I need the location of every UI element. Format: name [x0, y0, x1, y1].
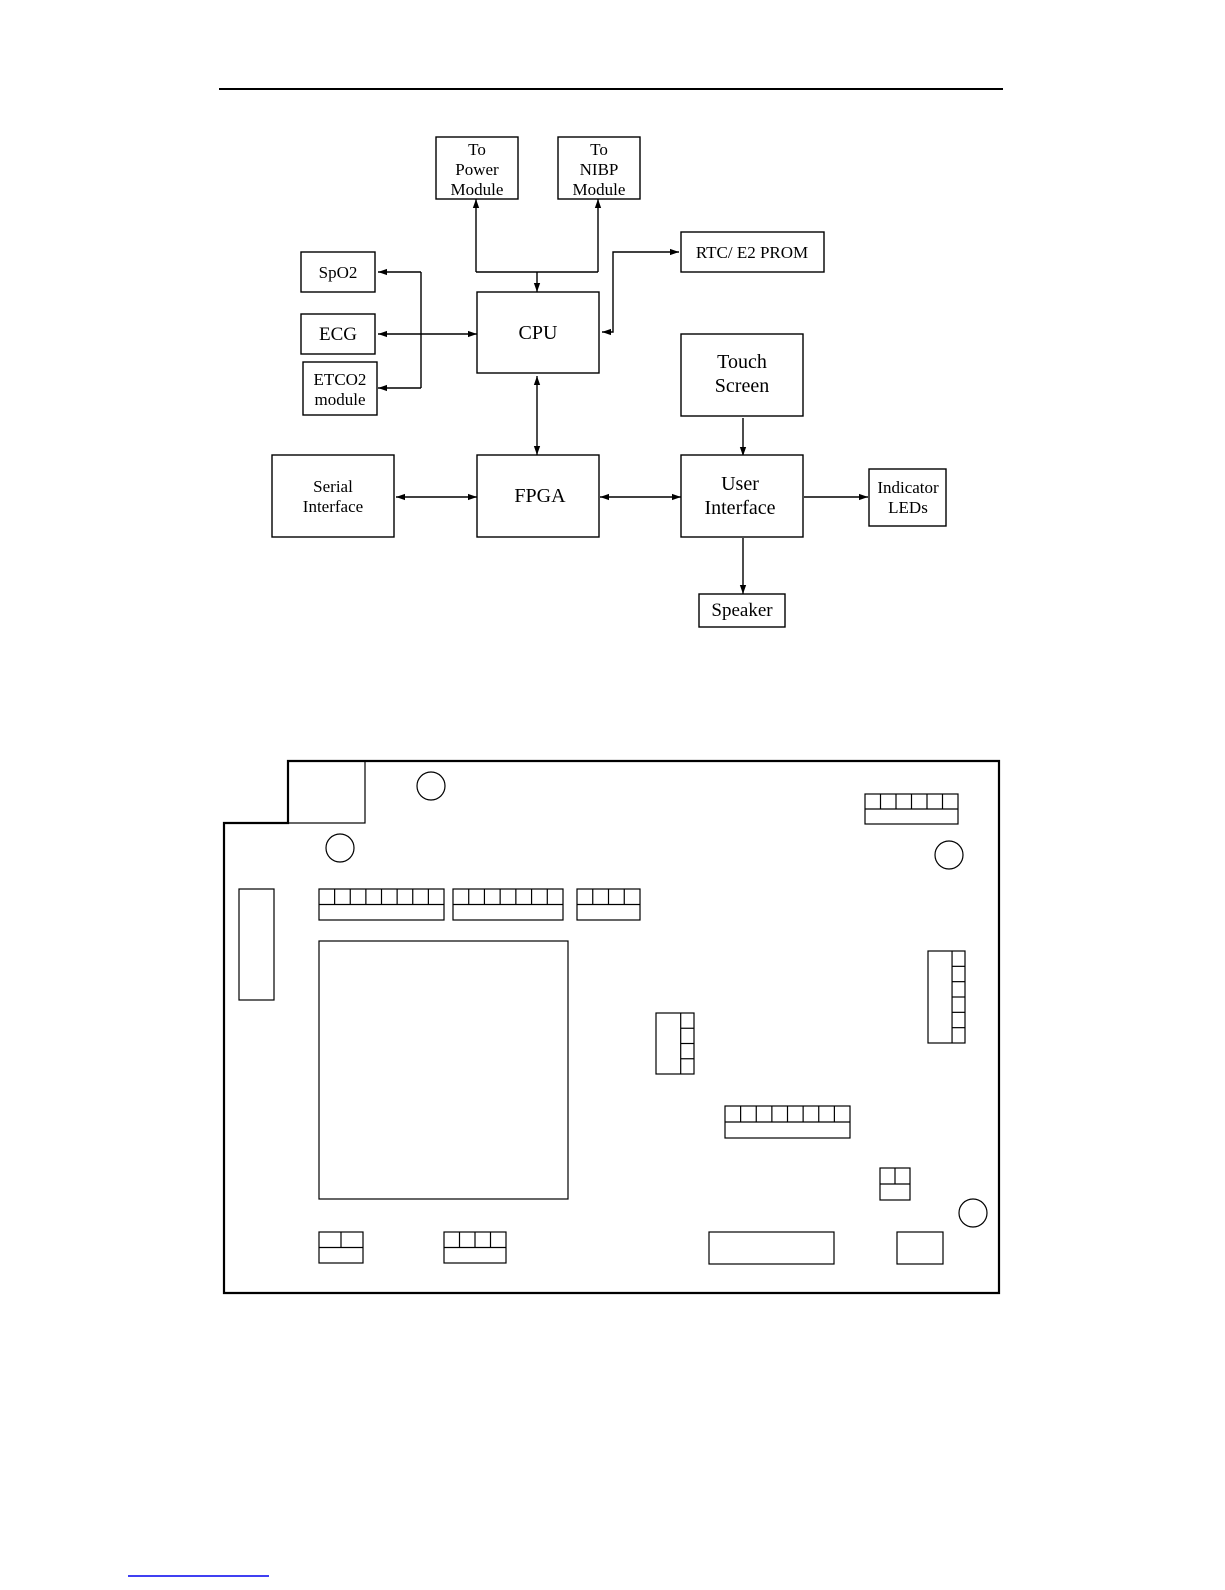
mounting-hole — [935, 841, 963, 869]
ecg-label: ECG — [319, 324, 357, 345]
to-power-line-3: Module — [451, 180, 504, 199]
to-power-line-2: Power — [455, 160, 499, 179]
pcb-layout-drawing — [224, 761, 999, 1293]
block-ecg: ECG — [301, 314, 375, 354]
block-user-interface: User Interface — [681, 455, 803, 537]
rtc-label: RTC/ E2 PROM — [696, 243, 808, 262]
mounting-hole — [959, 1199, 987, 1227]
pin-header — [880, 1168, 910, 1200]
block-diagram: To Power Module To NIBP Module RTC/ E2 P… — [272, 137, 946, 627]
mounting-hole — [417, 772, 445, 800]
touch-line-2: Screen — [715, 375, 769, 397]
block-rtc-e2prom: RTC/ E2 PROM — [681, 232, 824, 272]
pin-header — [444, 1232, 506, 1263]
spo2-label: SpO2 — [319, 263, 358, 282]
serial-line-2: Interface — [303, 497, 363, 516]
etco2-line-1: ETCO2 — [314, 370, 367, 389]
block-fpga: FPGA — [477, 455, 599, 537]
block-indicator-leds: Indicator LEDs — [869, 469, 946, 526]
to-nibp-line-1: To — [590, 140, 608, 159]
pin-header — [453, 889, 563, 920]
to-nibp-line-3: Module — [573, 180, 626, 199]
serial-line-1: Serial — [313, 477, 353, 496]
block-to-nibp-module: To NIBP Module — [558, 137, 640, 199]
pin-header — [725, 1106, 850, 1138]
mounting-hole — [326, 834, 354, 862]
etco2-line-2: module — [315, 390, 366, 409]
speaker-label: Speaker — [711, 600, 773, 621]
to-power-line-1: To — [468, 140, 486, 159]
to-nibp-line-2: NIBP — [580, 160, 619, 179]
corner-connector — [288, 761, 365, 823]
pin-header — [928, 951, 965, 1043]
block-to-power-module: To Power Module — [436, 137, 518, 199]
block-cpu: CPU — [477, 292, 599, 373]
block-serial-interface: Serial Interface — [272, 455, 394, 537]
user-interface-line-2: Interface — [704, 497, 775, 519]
pin-header — [656, 1013, 694, 1074]
fpga-label: FPGA — [514, 485, 566, 507]
bottom-connector — [709, 1232, 834, 1264]
pin-header — [319, 1232, 363, 1263]
user-interface-line-1: User — [721, 473, 759, 495]
pin-header — [319, 889, 444, 920]
touch-line-1: Touch — [717, 351, 767, 373]
leds-line-2: LEDs — [888, 498, 928, 517]
board-outline — [224, 761, 999, 1293]
mounting-holes — [326, 772, 987, 1227]
pin-header — [577, 889, 640, 920]
side-connector — [239, 889, 274, 1000]
cpu-label: CPU — [519, 322, 558, 344]
main-chip — [319, 941, 568, 1199]
block-spo2: SpO2 — [301, 252, 375, 292]
block-speaker: Speaker — [699, 594, 785, 627]
pin-header — [865, 794, 958, 824]
block-etco2-module: ETCO2 module — [303, 362, 377, 415]
leds-line-1: Indicator — [877, 478, 939, 497]
pin-headers — [319, 794, 965, 1263]
block-touch-screen: Touch Screen — [681, 334, 803, 416]
arrow-cpu-rtc — [602, 252, 679, 332]
bottom-small-block — [897, 1232, 943, 1264]
